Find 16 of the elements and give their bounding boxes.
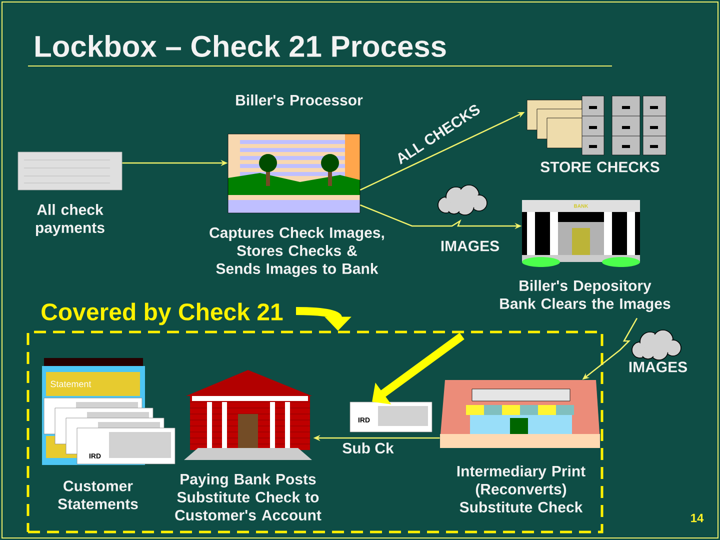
caption-text: STORE CHECKS	[540, 162, 660, 172]
region-heading: Covered by Check 21	[42, 302, 283, 326]
caption-text: Biller's Processor	[236, 94, 363, 106]
page-number: 14	[691, 514, 704, 522]
title: Lockbox – Check 21 Process	[36, 34, 446, 58]
caption-text: All check payments	[36, 204, 104, 236]
edge-label: IMAGES	[439, 240, 501, 252]
caption-text: Paying Bank Posts Substitute Check to Customer's Account	[175, 473, 322, 520]
edge-label: Sub Ck	[341, 441, 395, 454]
block-arrow	[372, 332, 464, 404]
caption-text: Intermediary Print (Reconverts) Substitute Check	[457, 465, 586, 512]
check-drawing	[350, 402, 432, 432]
caption-text: Customer Statements	[58, 480, 138, 510]
edge-label: IMAGES	[627, 360, 689, 374]
caption-text: Captures Check Images, Stores Checks & Sends Images to Bank	[210, 226, 384, 278]
caption-text: Biller's Depository Bank Clears the Images	[500, 280, 670, 312]
